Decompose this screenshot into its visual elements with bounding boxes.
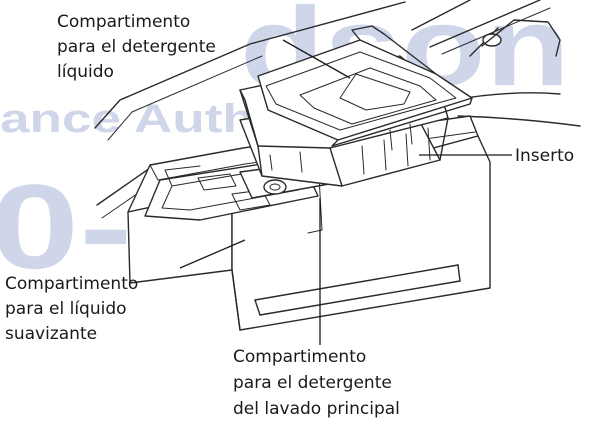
label-main-wash-line-3: del lavado principal	[233, 399, 400, 419]
label-main-wash: Compartimento para el detergente del lav…	[233, 347, 400, 419]
label-main-wash-line-2: para el detergente	[233, 373, 392, 393]
label-liquid-detergent-line-3: líquido	[57, 62, 114, 82]
label-softener-line-3: suavizante	[5, 324, 97, 344]
label-softener-line-2: para el líquido	[5, 299, 127, 319]
label-softener: Compartimento para el líquido suavizante	[5, 274, 138, 344]
leader-lines	[179, 39, 512, 345]
label-insert-line-1: Inserto	[515, 146, 574, 166]
label-liquid-detergent-line-1: Compartimento	[57, 12, 190, 32]
label-liquid-detergent: Compartimento para el detergente líquido	[57, 12, 216, 82]
leader-liquid-detergent	[282, 39, 351, 79]
label-insert: Inserto	[515, 146, 574, 166]
label-softener-line-1: Compartimento	[5, 274, 138, 294]
label-liquid-detergent-line-2: para el detergente	[57, 37, 216, 57]
label-main-wash-line-1: Compartimento	[233, 347, 366, 367]
leader-softener	[179, 239, 246, 269]
liquid-detergent-insert	[239, 25, 473, 187]
washer-rails	[94, 0, 581, 219]
